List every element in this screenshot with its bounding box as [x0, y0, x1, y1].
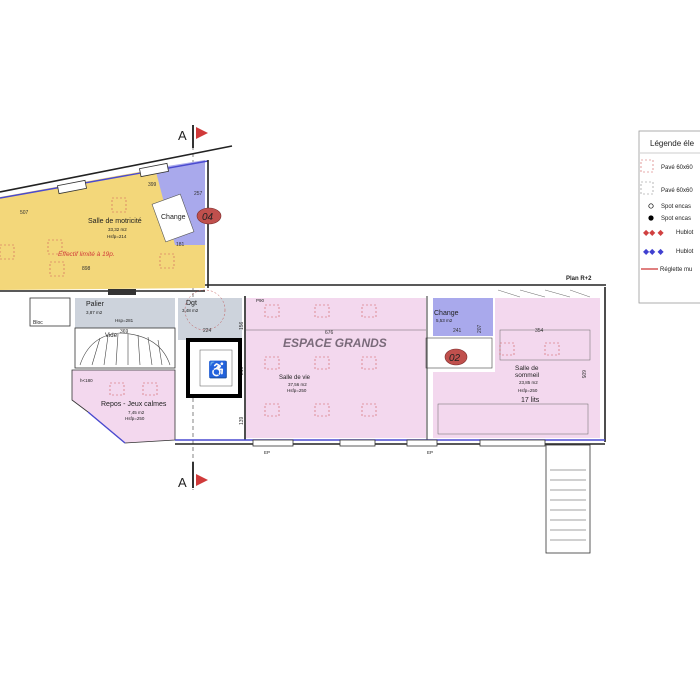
- dim-139: 139: [239, 416, 245, 425]
- dim-676: 676: [325, 330, 334, 336]
- legend-item-5: Hublot: [676, 230, 694, 236]
- vie-name: Salle de vie: [279, 375, 311, 381]
- espace-grands-title: ESPACE GRANDS: [283, 336, 387, 350]
- palier-area: 3,87 m2: [86, 310, 103, 315]
- dim-241: 241: [453, 328, 462, 334]
- repos-note: h<180: [80, 378, 93, 383]
- ep-label-2: EP: [427, 450, 433, 455]
- dim-224: 224: [203, 328, 212, 334]
- plan-label: Plan R+2: [566, 276, 592, 282]
- motricite-note: Effectif limité à 19p.: [58, 251, 115, 258]
- legend: Légende éle Pavé 60x60 Pavé 60x60 Spot e…: [638, 130, 700, 304]
- legend-item-2: Pavé 60x60: [661, 188, 693, 194]
- section-arrow-bottom-icon: [196, 474, 208, 486]
- motricite-paves: [0, 197, 175, 277]
- legend-item-4: Spot encas: [661, 216, 691, 222]
- dgt-area: 3,48 m2: [182, 308, 199, 313]
- spot-filled-circle-icon: [648, 215, 654, 221]
- change04-name: Change: [161, 214, 186, 221]
- section-marker-top: A: [178, 128, 187, 143]
- dim-207: 207: [477, 324, 483, 333]
- dim-507: 507: [20, 210, 29, 216]
- room-bloc: [29, 297, 71, 327]
- palier-height: Hsp=281: [115, 318, 134, 323]
- room-dgt: [178, 298, 242, 340]
- room-tag-04: [196, 207, 222, 225]
- room-tag-02: [444, 348, 468, 366]
- pave-red-dashed-icon: [640, 159, 654, 173]
- section-marker-bottom: A: [178, 475, 187, 490]
- sommeil-name-1: Salle de: [515, 365, 539, 372]
- hublot-red-icon: ◆◆ ◆: [643, 228, 665, 237]
- door-p90: P90: [256, 298, 265, 303]
- vie-area: 37,56 m2: [288, 382, 307, 387]
- vie-paves: [264, 304, 377, 417]
- sommeil-area: 23,85 m2: [519, 380, 538, 385]
- room-salle-de-vie: [246, 298, 426, 438]
- change02-area: 5,53 m2: [436, 318, 453, 323]
- dim-399: 399: [148, 182, 157, 188]
- repos-height: Hsfp=250: [125, 416, 145, 421]
- dim-156: 156: [239, 321, 245, 330]
- sommeil-height: Hsfp=250: [518, 388, 538, 393]
- dim-605: 605: [580, 370, 586, 379]
- sommeil-name-2: sommeil: [515, 372, 540, 379]
- staircase: [74, 327, 176, 369]
- wheelchair-icon: ♿: [208, 360, 228, 379]
- hublot-blue-icon: ◆◆ ◆: [643, 247, 665, 256]
- sommeil-beds: 17 lits: [521, 397, 540, 404]
- room-salle-de-sommeil: [433, 298, 600, 438]
- dgt-name: Dgt: [186, 300, 197, 307]
- room-tag-02-text: 02: [449, 353, 461, 364]
- legend-title: Légende éle: [650, 139, 695, 148]
- dim-354: 354: [535, 328, 544, 334]
- room-change-02: [433, 298, 493, 336]
- ep-label-1: EP: [264, 450, 270, 455]
- dim-898: 898: [82, 266, 91, 272]
- motricite-name: Salle de motricité: [88, 218, 142, 225]
- legend-item-7: Réglette mu: [660, 267, 692, 273]
- motricite-area: 33,32 m2: [108, 227, 127, 232]
- pave-gray-dashed-icon: [640, 181, 654, 195]
- room-motricite: [0, 160, 205, 290]
- room-tag-04-text: 04: [202, 212, 214, 223]
- legend-item-6: Hublot: [676, 249, 694, 255]
- vie-height: Hsfp=250: [287, 388, 307, 393]
- motricite-height: Hsfp=214: [107, 234, 127, 239]
- bloc-name: Bloc: [33, 320, 43, 326]
- spot-open-circle-icon: [648, 203, 654, 209]
- repos-area: 7,45 m2: [128, 410, 145, 415]
- dim-369: 369: [120, 329, 129, 335]
- change02-name: Change: [434, 310, 459, 317]
- palier-name: Palier: [86, 301, 105, 308]
- exterior-staircase: [545, 444, 591, 554]
- room-palier: [75, 298, 175, 328]
- section-arrow-top-icon: [196, 127, 208, 139]
- dim-257: 257: [194, 191, 203, 197]
- vide-label: Vide: [105, 333, 118, 339]
- repos-name: Repos - Jeux calmes: [101, 401, 167, 408]
- legend-item-3: Spot encas: [661, 204, 691, 210]
- legend-item-1: Pavé 60x60: [661, 165, 693, 171]
- dim-181: 181: [176, 242, 185, 248]
